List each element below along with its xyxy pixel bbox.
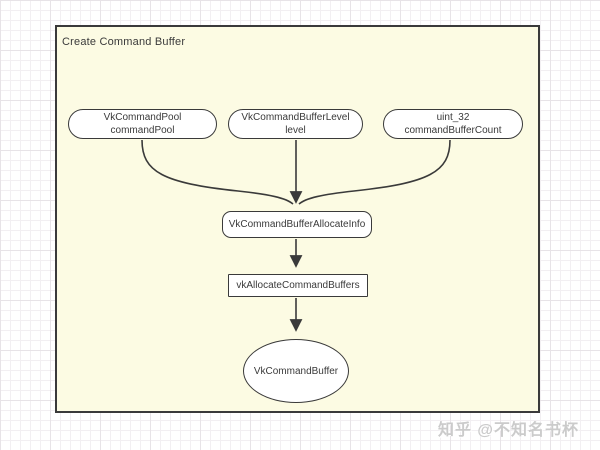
node-vkcommandbufferallocateinfo-label: VkCommandBufferAllocateInfo	[228, 219, 366, 230]
node-vkcommandbuffer-label: VkCommandBuffer	[253, 365, 339, 377]
node-uint32-count-type: uint_32	[436, 112, 470, 123]
node-vkcommandbufferlevel-field: level	[285, 125, 306, 136]
node-vkallocatecommandbuffers-label: vkAllocateCommandBuffers	[236, 280, 360, 291]
node-uint32-count: uint_32 commandBufferCount	[383, 109, 523, 139]
node-uint32-count-field: commandBufferCount	[404, 125, 502, 136]
node-vkcommandbufferlevel: VkCommandBufferLevel level	[228, 109, 363, 139]
node-vkcommandpool-type: VkCommandPool	[103, 112, 182, 123]
node-vkcommandpool-field: commandPool	[110, 125, 175, 136]
diagram-title: Create Command Buffer	[62, 36, 186, 48]
node-vkcommandpool: VkCommandPool commandPool	[68, 109, 217, 139]
node-vkcommandbufferlevel-type: VkCommandBufferLevel	[241, 112, 350, 123]
node-vkcommandbufferallocateinfo: VkCommandBufferAllocateInfo	[222, 211, 372, 238]
node-vkallocatecommandbuffers: vkAllocateCommandBuffers	[228, 274, 368, 297]
zhihu-watermark: 知乎 @不知名书杯	[437, 422, 579, 439]
node-vkcommandbuffer: VkCommandBuffer	[243, 339, 349, 403]
